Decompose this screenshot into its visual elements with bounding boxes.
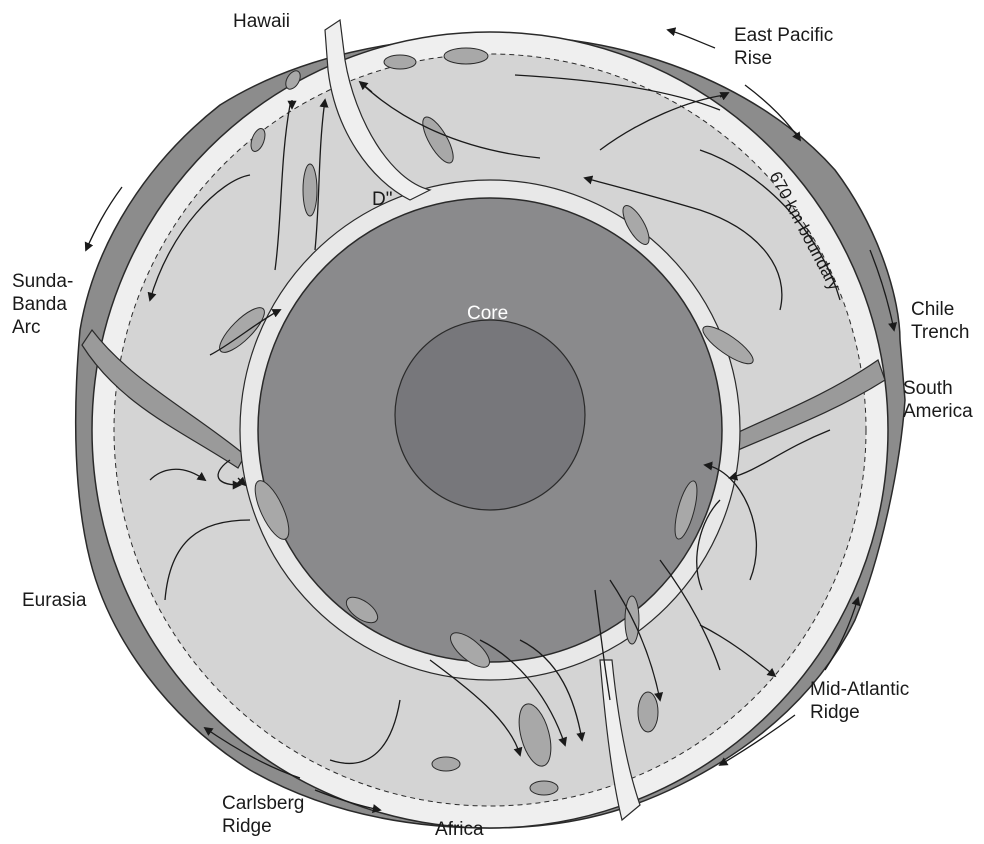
label-mid-atlantic-ridge: Mid-Atlantic Ridge <box>810 678 909 724</box>
label-south-america: South America <box>903 377 973 423</box>
label-hawaii: Hawaii <box>233 10 290 33</box>
label-carlsberg-ridge: Carlsberg Ridge <box>222 792 304 838</box>
label-east-pacific-rise: East Pacific Rise <box>734 24 833 70</box>
label-sunda-banda-arc: Sunda- Banda Arc <box>12 270 73 339</box>
label-africa: Africa <box>435 818 484 841</box>
label-eurasia: Eurasia <box>22 589 86 612</box>
inner-core <box>395 320 585 510</box>
label-core: Core <box>467 302 508 325</box>
label-chile-trench: Chile Trench <box>911 298 969 344</box>
label-d-double-prime: D" <box>372 188 392 211</box>
